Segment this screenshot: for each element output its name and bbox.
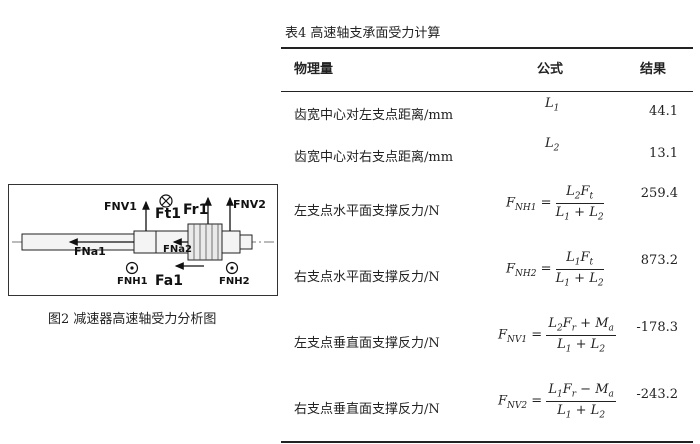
data-table (281, 47, 693, 443)
row-result: -243.2 (636, 387, 678, 402)
shaft-force-diagram (12, 194, 274, 275)
ft1-label: Ft1 (155, 206, 181, 222)
row-result: -178.3 (636, 320, 678, 335)
header-rule (281, 91, 693, 92)
row-result: 873.2 (640, 253, 678, 268)
fnh2-out-of-page-symbol (225, 261, 239, 275)
diagram-frame (8, 184, 278, 296)
fnv1-label: FNV1 (104, 200, 137, 213)
header-quantity: 物理量 (294, 62, 334, 77)
row-name: 左支点水平面支撑反力/N (294, 204, 440, 219)
figure-caption: 图2 减速器高速轴受力分析图 (48, 312, 217, 327)
table-caption: 表4 高速轴支承面受力计算 (285, 26, 441, 41)
gear-teeth (193, 224, 219, 260)
header-formula: 公式 (537, 62, 564, 77)
row-formula: L1 (545, 96, 560, 114)
fnh2-label: FNH2 (219, 276, 250, 287)
row-formula: L2 (545, 136, 560, 154)
fnv2-label: FNV2 (233, 198, 266, 211)
fr1-label: Fr1 (183, 202, 209, 218)
row-name: 齿宽中心对右支点距离/mm (294, 150, 454, 165)
row-name: 右支点垂直面支撑反力/N (294, 402, 440, 417)
fa1-label: Fa1 (155, 273, 183, 289)
row-name: 齿宽中心对左支点距离/mm (294, 108, 454, 123)
row-name: 左支点垂直面支撑反力/N (294, 336, 440, 351)
row-result: 13.1 (649, 146, 678, 161)
shaft-body (21, 223, 253, 261)
row-name: 右支点水平面支撑反力/N (294, 270, 440, 285)
fna1-label: FNa1 (74, 245, 106, 258)
row-result: 44.1 (649, 104, 678, 119)
fnh1-out-of-page-symbol (125, 261, 139, 275)
ft1-into-page-symbol (159, 194, 173, 208)
fnh1-label: FNH1 (117, 276, 148, 287)
header-result: 结果 (640, 62, 667, 77)
fna2-label: FNa2 (163, 244, 192, 255)
row-result: 259.4 (640, 186, 678, 201)
